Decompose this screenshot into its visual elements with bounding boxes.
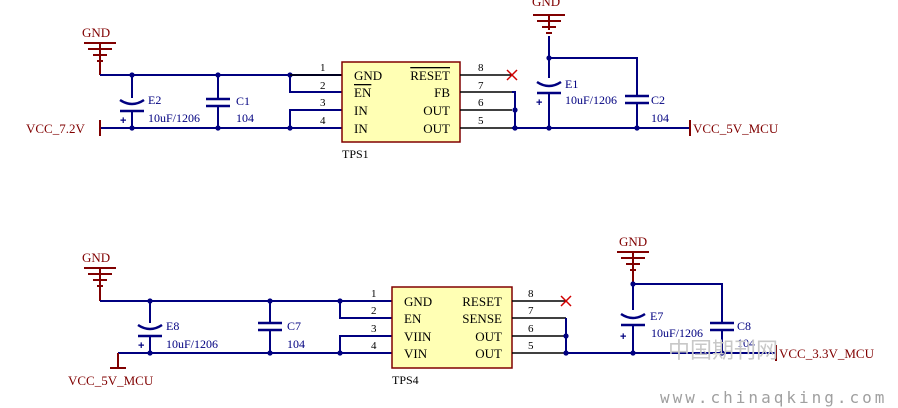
e7-value: 10uF/1206 [651, 326, 703, 340]
tps4-pin2-name: EN [404, 311, 422, 326]
vcc-7v2-label: VCC_7.2V [26, 121, 85, 136]
tps4-ref: TPS4 [392, 373, 419, 387]
e1-value: 10uF/1206 [565, 93, 617, 107]
e8-polarity: + [138, 340, 144, 352]
gnd-label-left-2: GND [82, 250, 110, 265]
capacitor-c2: C2 104 [625, 90, 669, 128]
capacitor-c1: C1 104 [206, 75, 254, 128]
capacitor-c7: C7 104 [258, 301, 305, 353]
tps1-pin2-name: EN [354, 85, 372, 100]
tps1-pin3-name: IN [354, 103, 368, 118]
vcc-5v-mcu-input-label: VCC_5V_MCU [68, 373, 154, 388]
e7-ref: E7 [650, 309, 663, 323]
watermark-cn: 中国期刊网 [668, 339, 778, 364]
vcc-3v3-mcu-label: VCC_3.3V_MCU [779, 346, 875, 361]
gnd-symbol-right-2: GND [617, 234, 649, 284]
c1-value: 104 [236, 111, 254, 125]
e7-polarity: + [620, 331, 626, 343]
tps4-pin2-num: 2 [371, 305, 377, 317]
tps1-pin4-name: IN [354, 121, 368, 136]
tps4-pin8-num: 8 [528, 288, 534, 300]
tps1-pin7-name: FB [434, 85, 450, 100]
capacitor-e1: + E1 10uF/1206 [536, 58, 617, 128]
tps4-pin4-num: 4 [371, 340, 377, 352]
tps4-pin3-name: VIIN [404, 329, 432, 344]
tps1-pin2-num: 2 [320, 80, 326, 92]
tps4-pin3-num: 3 [371, 323, 377, 335]
c2-value: 104 [651, 111, 669, 125]
vcc-7v2-input: VCC_7.2V [26, 120, 101, 136]
e1-ref: E1 [565, 77, 578, 91]
c8-ref: C8 [737, 319, 751, 333]
tps1-pin6-num: 6 [478, 97, 484, 109]
capacitor-c8: C8 104 [710, 319, 755, 353]
e8-ref: E8 [166, 319, 179, 333]
gnd-label-left-1: GND [82, 25, 110, 40]
watermark-url: www.chinaqking.com [660, 388, 887, 407]
vcc-5v-mcu-output: VCC_5V_MCU [689, 120, 779, 136]
circuit-tps4: GND VCC_5V_MCU + E8 10uF/1206 C [68, 234, 875, 388]
vcc-5v-mcu-input: VCC_5V_MCU [68, 353, 154, 388]
tps4-pin7-num: 7 [528, 305, 534, 317]
no-connect-mark-2 [560, 295, 572, 307]
tps4-body [391, 286, 513, 369]
c8-value: 104 [737, 336, 755, 350]
tps1-pin8-name: RESET [410, 68, 450, 83]
gnd-label-right-2: GND [619, 234, 647, 249]
tps4-pin1-name: GND [404, 294, 432, 309]
tps1-pin4-num: 4 [320, 115, 326, 127]
no-connect-mark-1 [506, 69, 518, 81]
tps1-pin8-num: 8 [478, 62, 484, 74]
gnd-symbol-left-2: GND [82, 250, 116, 301]
circuit-tps1: GND VCC_7.2V + E2 10uF/1206 [26, 0, 779, 161]
tps1-pin7-num: 7 [478, 80, 484, 92]
tps1-pin6-name: OUT [423, 103, 450, 118]
tps1-pin1-num: 1 [320, 62, 326, 74]
e2-value: 10uF/1206 [148, 111, 200, 125]
tps4-pin8-name: RESET [462, 294, 502, 309]
gnd-symbol-right-1: GND [532, 0, 565, 34]
tps1-pin1-name: GND [354, 68, 382, 83]
tps4-pin7-name: SENSE [462, 311, 502, 326]
gnd-label-right-1: GND [532, 0, 560, 9]
c7-value: 104 [287, 337, 305, 351]
tps1-body [341, 61, 461, 143]
tps1-pin5-num: 5 [478, 115, 484, 127]
vcc-3v3-mcu-output: VCC_3.3V_MCU [775, 345, 875, 361]
capacitor-e2: + E2 10uF/1206 [119, 75, 200, 128]
gnd-symbol-left-1: GND [82, 25, 116, 75]
e2-polarity: + [120, 115, 126, 127]
e2-ref: E2 [148, 93, 161, 107]
c1-ref: C1 [236, 94, 250, 108]
tps4-pin5-name: OUT [475, 346, 502, 361]
c2-ref: C2 [651, 93, 665, 107]
c7-ref: C7 [287, 319, 301, 333]
tps1-pin5-name: OUT [423, 121, 450, 136]
vcc-5v-mcu-output-label: VCC_5V_MCU [693, 121, 779, 136]
tps4-pin4-name: VIN [404, 346, 428, 361]
tps1-pin3-num: 3 [320, 97, 326, 109]
tps4-pin1-num: 1 [371, 288, 377, 300]
tps4-pin6-name: OUT [475, 329, 502, 344]
tps1-ref: TPS1 [342, 147, 369, 161]
tps4-pin5-num: 5 [528, 340, 534, 352]
tps4-pin6-num: 6 [528, 323, 534, 335]
capacitor-e7: + E7 10uF/1206 [620, 284, 703, 353]
e1-polarity: + [536, 97, 542, 109]
capacitor-e8: + E8 10uF/1206 [137, 301, 218, 353]
e8-value: 10uF/1206 [166, 337, 218, 351]
